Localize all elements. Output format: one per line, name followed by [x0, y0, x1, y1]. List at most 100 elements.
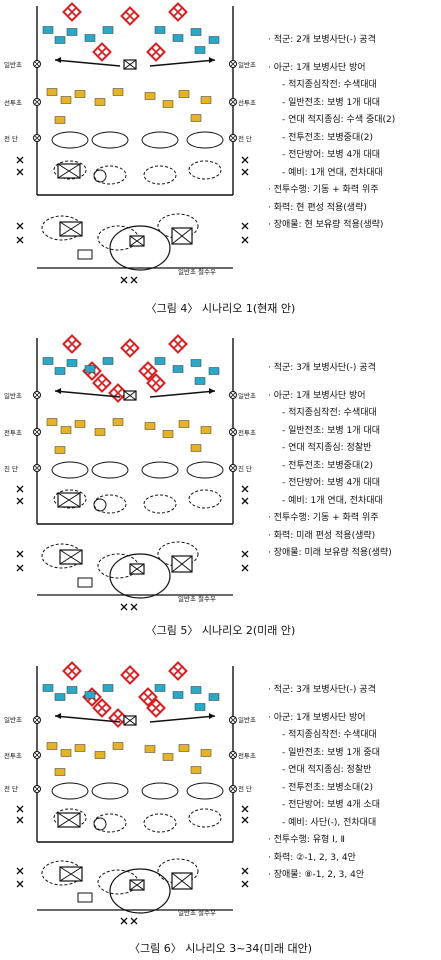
enemy-unit-icon — [42, 357, 54, 365]
enemy-unit-icon — [54, 693, 66, 701]
note-item: · 아군: 1개 보병사단 방어 — [268, 712, 366, 723]
boundary-x-icon — [241, 564, 249, 572]
defense-unit-icon — [57, 163, 81, 179]
note-item: · 화력: 미래 편성 적용(생략) — [268, 530, 376, 541]
defense-area — [93, 494, 127, 514]
outpost-unit-icon — [144, 422, 156, 430]
boundary-x-icon — [241, 156, 249, 164]
boundary-x-icon — [130, 917, 138, 925]
outpost-unit-icon — [162, 430, 174, 438]
boundary-x-icon — [16, 497, 24, 505]
outpost-icon — [229, 464, 237, 472]
scenario-notes: · 적군: 3개 보병사단(-) 공격· 아군: 1개 보병사단 방어- 적지종… — [268, 360, 440, 563]
enemy-unit-icon — [84, 365, 96, 373]
map-label: 전투초 — [238, 751, 256, 760]
map-label: 진 단 — [4, 464, 18, 473]
hq-unit-icon — [77, 249, 93, 260]
outpost-icon — [229, 134, 237, 142]
reserve-ring — [109, 553, 171, 599]
note-subitem: - 전투전초: 보병중대(2) — [282, 132, 373, 143]
outpost-icon — [33, 464, 41, 472]
outpost-unit-icon — [112, 418, 124, 426]
note-item: · 화력: ②-1, 2, 3, 4안 — [268, 852, 356, 863]
outpost-unit-icon — [190, 114, 202, 122]
note-subitem: - 적지종심작전: 수색대대 — [282, 80, 377, 90]
boundary-x-icon — [120, 603, 128, 611]
boundary-x-icon — [120, 917, 128, 925]
outpost-icon — [229, 716, 237, 724]
outpost-unit-icon — [178, 744, 190, 752]
figure-caption: 〈그림 4〉 시나리오 1(현재 안) — [145, 302, 296, 315]
map-label: 일반초 철수우 — [178, 908, 216, 917]
outpost-icon — [33, 785, 41, 793]
enemy-unit-icon — [172, 365, 184, 373]
enemy-unit-icon — [120, 665, 140, 685]
enemy-unit-icon — [42, 26, 54, 34]
figure-caption: 〈그림 5〉 시나리오 2(미래 안) — [145, 624, 296, 637]
note-subitem: - 전투전초: 보병소대(2) — [282, 782, 373, 793]
note-item: · 아군: 1개 보병사단 방어 — [268, 390, 366, 401]
enemy-unit-icon — [66, 359, 78, 367]
note-subitem: - 전단방어: 보병 4개 대대 — [282, 478, 380, 488]
map-label: 전투초 — [4, 751, 22, 760]
scenario-notes: · 적군: 2개 보병사단(-) 공격· 아군: 1개 보병사단 방어- 적지종… — [268, 32, 440, 235]
defense-area — [143, 165, 177, 185]
defense-unit-icon — [57, 492, 81, 508]
boundary-x-icon — [16, 867, 24, 875]
note-subitem: - 연대 적지종심: 정찰반 — [282, 765, 372, 775]
outpost-unit-icon — [178, 420, 190, 428]
outpost-unit-icon — [200, 96, 212, 104]
map-label: 전 단 — [238, 134, 252, 143]
tank-unit-icon — [171, 555, 193, 573]
reserve-unit-icon — [129, 879, 145, 891]
outpost-unit-icon — [54, 116, 66, 124]
outpost-unit-icon — [190, 766, 202, 774]
tank-unit-icon — [171, 872, 193, 890]
boundary-x-icon — [16, 550, 24, 558]
outpost-unit-icon — [60, 96, 72, 104]
boundary-x-icon — [16, 816, 24, 824]
note-item: · 전투수행: 기동 + 화력 위주 — [268, 185, 379, 195]
outpost-icon — [229, 428, 237, 436]
boundary-x-icon — [241, 236, 249, 244]
note-subitem: - 적지종심작전: 수색대대 — [282, 730, 377, 740]
enemy-unit-icon — [194, 46, 206, 54]
enemy-unit-icon — [54, 367, 66, 375]
enemy-unit-icon — [92, 698, 112, 718]
outpost-unit-icon — [162, 100, 174, 108]
attack-arrow — [54, 59, 216, 67]
enemy-unit-icon — [154, 26, 166, 34]
outpost-unit-icon — [74, 90, 86, 98]
defense-area — [188, 808, 222, 828]
enemy-unit-icon — [190, 686, 202, 694]
defense-unit-icon — [57, 812, 81, 828]
boundary-x-icon — [130, 603, 138, 611]
map-label: 전 단 — [4, 784, 18, 793]
map-label: 전투초 — [4, 428, 22, 437]
enemy-unit-icon — [190, 359, 202, 367]
enemy-unit-icon — [194, 377, 206, 385]
map-label: 일반초 — [238, 60, 256, 69]
enemy-unit-icon — [172, 34, 184, 42]
outpost-unit-icon — [60, 426, 72, 434]
outpost-unit-icon — [46, 742, 58, 750]
screen-unit-icon — [123, 59, 137, 70]
defense-area — [188, 489, 222, 509]
enemy-unit-icon — [84, 34, 96, 42]
unit-circle-icon — [93, 498, 107, 512]
defense-area — [143, 813, 177, 833]
boundary-x-icon — [16, 564, 24, 572]
enemy-unit-icon — [190, 28, 202, 36]
reserve-ring — [109, 868, 171, 914]
note-item: · 장애물: ⑧-1, 2, 3, 4안 — [268, 870, 365, 880]
enemy-unit-icon — [154, 684, 166, 692]
map-label: 진 단 — [238, 464, 252, 473]
outpost-unit-icon — [54, 446, 66, 454]
attack-arrow — [54, 390, 216, 398]
enemy-unit-icon — [194, 703, 206, 711]
boundary-x-icon — [241, 867, 249, 875]
note-subitem: - 일반전초: 보병 1개 중대 — [282, 747, 380, 758]
map-label: 일반초 — [4, 391, 22, 400]
note-item: · 적군: 2개 보병사단(-) 공격 — [268, 35, 376, 45]
